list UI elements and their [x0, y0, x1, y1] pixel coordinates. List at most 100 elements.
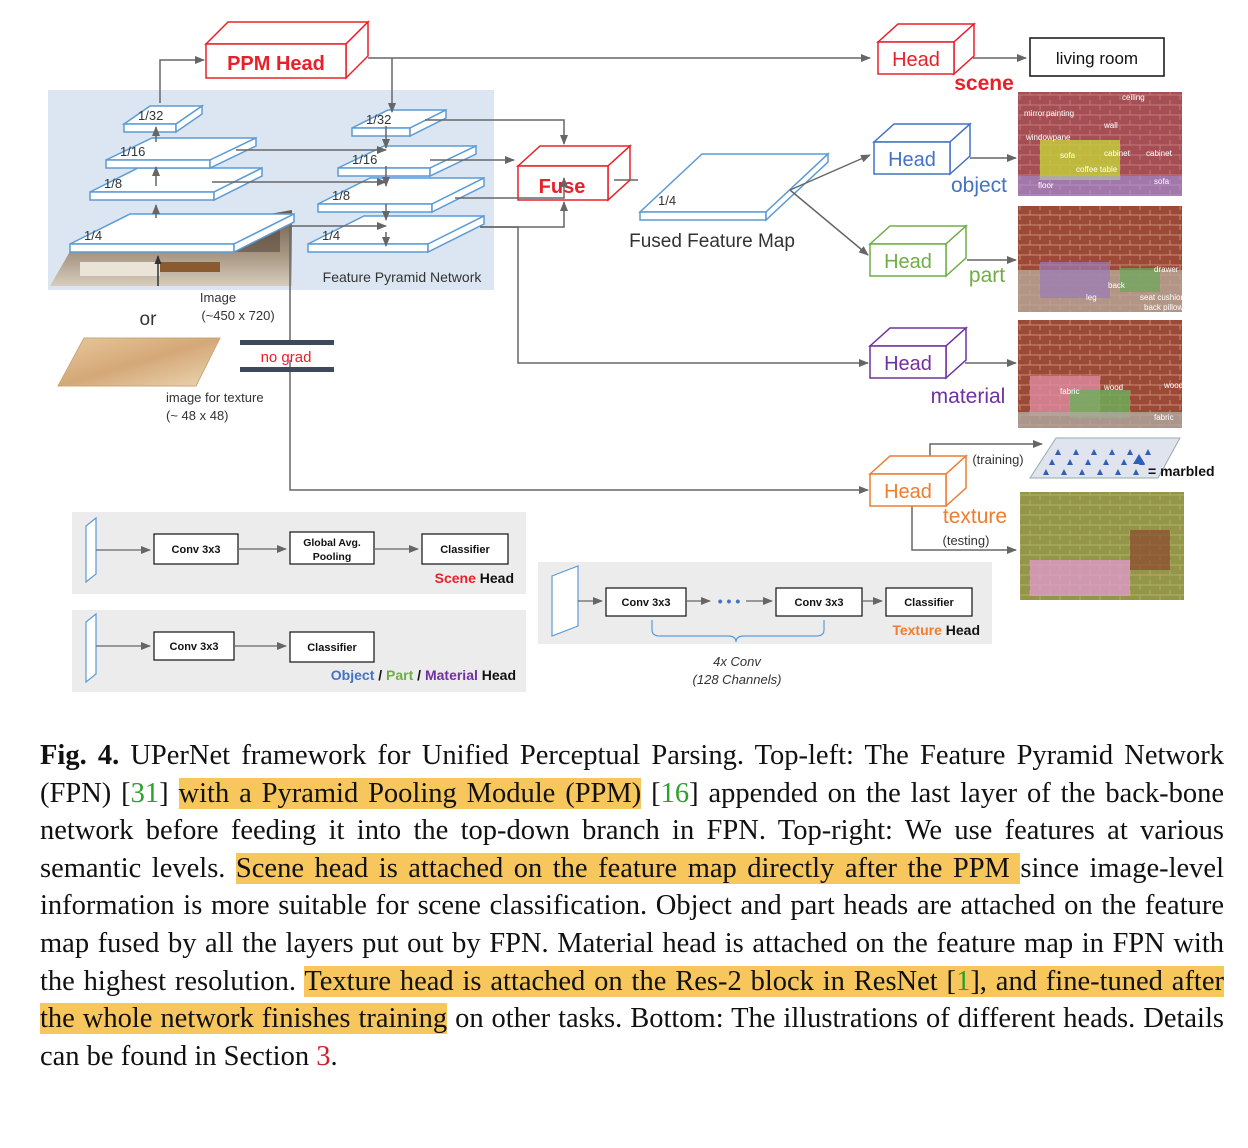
ppm-head-label: PPM Head [227, 53, 325, 75]
object-label-4: windowpane [1025, 133, 1071, 142]
bottom-up-pyramid: 1/41/81/161/32 [69, 104, 295, 254]
part-label-3: seat cushion [1140, 293, 1185, 302]
section-ref[interactable]: 3 [316, 1040, 331, 1072]
left-layer-4: 1/4 [69, 212, 295, 254]
head-box-part [868, 224, 968, 278]
fpn-label: Feature Pyramid Network [323, 269, 483, 285]
left-layer-32-label: 1/32 [138, 108, 163, 123]
object-result-image [1018, 92, 1182, 196]
object-label-10: sofa [1154, 177, 1170, 186]
image-label: Image [200, 290, 236, 305]
texture-input-image [57, 337, 221, 387]
texture-image-size: (~ 48 x 48) [166, 408, 229, 423]
task-object: object [951, 174, 1007, 197]
object-label-0: ceiling [1122, 93, 1145, 102]
left-layer-8-label: 1/8 [104, 176, 122, 191]
head-box-scene [876, 22, 976, 76]
texture-head-panel [538, 562, 992, 644]
left-layer-32: 1/32 [121, 104, 205, 134]
marbled-marker [1115, 469, 1121, 475]
marbled-marker [1079, 469, 1085, 475]
material-label-2: wood [1163, 381, 1183, 390]
opm-classifier: Classifier [307, 642, 357, 654]
caption-text-7: . [330, 1040, 338, 1072]
right-layer-8-label: 1/8 [332, 188, 350, 203]
no-grad-label: no grad [261, 349, 312, 366]
ref-31[interactable]: 31 [130, 777, 160, 809]
head-label-part: Head [884, 251, 932, 273]
task-texture: texture [943, 505, 1007, 528]
marbled-marker [1085, 459, 1091, 465]
head-label-texture: Head [884, 481, 932, 503]
scene-output-label: living room [1056, 49, 1138, 68]
scene-conv: Conv 3x3 [172, 544, 221, 556]
marbled-legend: = marbled [1148, 463, 1215, 479]
marbled-marker [1091, 449, 1097, 455]
material-label-0: fabric [1060, 387, 1080, 396]
image-size: (~450 x 720) [201, 308, 274, 323]
ppm-head-box [204, 20, 370, 80]
caption-text-1: UPerNet framework for Unified Perceptual… [40, 740, 1224, 809]
part-label-0: drawer [1154, 265, 1179, 274]
brace-label-1: 4x Conv [713, 654, 762, 669]
object-label-7: cabinet [1146, 149, 1173, 158]
task-material: material [931, 385, 1006, 408]
marbled-legend-icon [1133, 454, 1145, 464]
opm-head-caption: Object / Part / Material Head [331, 667, 516, 683]
head-box-object [872, 122, 972, 176]
marbled-marker [1109, 449, 1115, 455]
material-result-image [1018, 320, 1182, 428]
marbled-marker [1133, 469, 1139, 475]
part-result-image [1018, 206, 1182, 312]
marbled-marker [1043, 469, 1049, 475]
fuse-label: Fuse [539, 176, 586, 198]
caption-text-3: [ [641, 777, 661, 809]
right-layer-32: 1/32 [351, 108, 447, 138]
head-label-scene: Head [892, 49, 940, 71]
highlight-ppm: with a Pyramid Pooling Module (PPM) [178, 777, 642, 809]
head-box-material [868, 326, 968, 380]
object-label-5: sofa [1060, 151, 1076, 160]
texture-training-grid [1029, 437, 1181, 479]
texture-classifier: Classifier [904, 597, 954, 609]
texture-dots: • • • [718, 593, 741, 609]
left-layer-4-label: 1/4 [84, 228, 102, 243]
fig-label: Fig. 4. [40, 740, 120, 771]
fused-scale: 1/4 [658, 193, 676, 208]
upernet-diagram: Image (~450 x 720) or 1/4 1/8 1/16 1/32 1/4… [48, 20, 1215, 692]
marbled-markers [1043, 449, 1151, 475]
right-layer-8: 1/8 [317, 176, 485, 214]
right-layer-4-label: 1/4 [322, 228, 340, 243]
brace-label-2: (128 Channels) [693, 672, 782, 687]
caption-text-4: ] appended on the last layer of the back… [40, 777, 1225, 884]
ref-1[interactable]: 1 [956, 965, 971, 997]
right-layer-16-label: 1/16 [352, 152, 377, 167]
or-label: or [140, 309, 158, 330]
ppm-box-shape [204, 20, 370, 80]
scene-classifier: Classifier [440, 544, 490, 556]
marbled-marker [1067, 459, 1073, 465]
caption-text-6: on other tasks. Bottom: The illustration… [40, 1003, 1224, 1072]
scene-output-box [1029, 37, 1165, 77]
training-label: (training) [972, 452, 1023, 467]
no-grad-bar-bottom [240, 367, 334, 372]
right-layer-4: 1/4 [307, 214, 485, 254]
part-label-4: back pillow [1144, 303, 1183, 312]
right-layer-16: 1/16 [337, 144, 477, 178]
marbled-marker [1049, 459, 1055, 465]
texture-conv-2: Conv 3x3 [795, 597, 844, 609]
head-label-material: Head [884, 353, 932, 375]
ref-16[interactable]: 16 [660, 777, 690, 809]
right-layer-32-label: 1/32 [366, 112, 391, 127]
object-label-2: painting [1046, 109, 1074, 118]
object-label-1: mirror [1024, 109, 1045, 118]
top-down-pyramid: 1/4 1/8 1/16 1/32 [307, 108, 485, 254]
head-box-texture [868, 454, 968, 508]
marbled-marker [1127, 449, 1133, 455]
object-label-6: cabinet [1104, 149, 1131, 158]
texture-head-caption: Texture Head [892, 622, 980, 638]
object-label-8: coffee table [1076, 165, 1118, 174]
